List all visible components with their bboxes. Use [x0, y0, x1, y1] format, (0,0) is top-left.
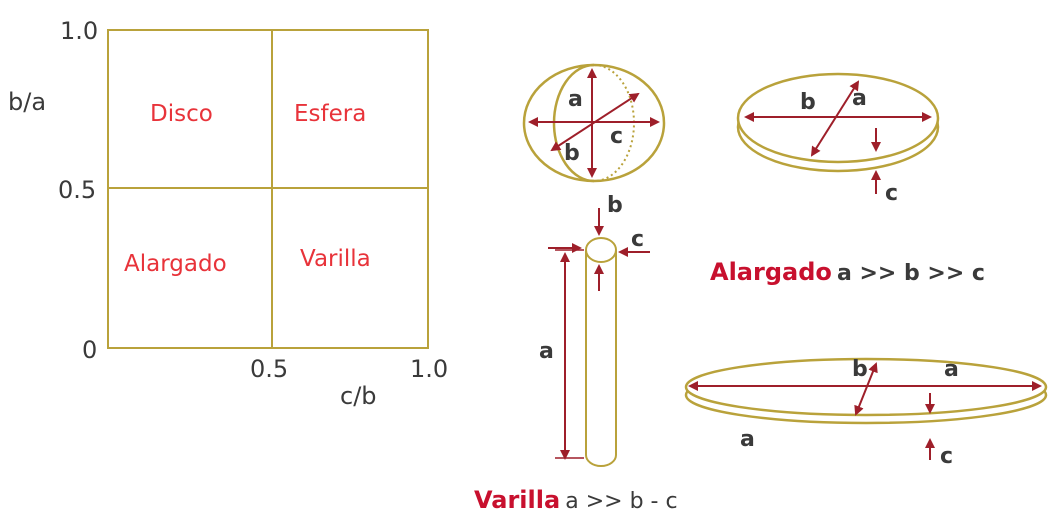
rod-body: [585, 250, 617, 467]
elongated-label-a-bottom: a: [740, 427, 755, 452]
quadrant-alargado: Alargado: [124, 251, 227, 277]
x-tick-right: 1.0: [410, 355, 448, 383]
x-tick-mid: 0.5: [250, 355, 288, 383]
y-axis-label: b/a: [8, 88, 46, 116]
disc-figure: [736, 72, 940, 194]
elongated-b-arrow: [854, 362, 878, 416]
disc-label-c: c: [885, 181, 898, 206]
elongated-caption: Alargado a >> b >> c: [710, 258, 985, 286]
quadrant-esfera: Esfera: [294, 101, 366, 127]
disc-label-a: a: [852, 86, 867, 111]
rod-caption-name: Varilla: [474, 486, 560, 514]
shape-grid: [107, 29, 429, 349]
disc-label-b: b: [800, 90, 816, 115]
rod-label-a: a: [539, 339, 554, 364]
elongated-label-c: c: [940, 444, 953, 469]
quadrant-varilla: Varilla: [300, 246, 371, 272]
rod-caption-relation: a >> b - c: [565, 489, 677, 514]
x-axis-label: c/b: [340, 382, 377, 410]
rod-figure: [548, 208, 650, 467]
sphere-label-b: b: [564, 141, 580, 166]
elongated-caption-relation: a >> b >> c: [837, 261, 985, 286]
sphere-label-c: c: [610, 124, 623, 149]
sphere-label-a: a: [568, 87, 583, 112]
y-tick-mid: 0.5: [58, 176, 96, 204]
quadrant-disco: Disco: [150, 101, 213, 127]
rod-top-end: [585, 237, 617, 263]
elongated-figure: [684, 357, 1048, 460]
elongated-label-a-top: a: [944, 357, 959, 382]
sphere-figure: [522, 63, 666, 183]
sphere-back-curve: [593, 64, 635, 182]
sphere-b-arrow: [550, 92, 640, 152]
rod-caption: Varilla a >> b - c: [474, 486, 678, 514]
rod-label-c: c: [631, 227, 644, 252]
y-tick-bottom: 0: [82, 336, 97, 364]
rod-label-b: b: [607, 193, 623, 218]
y-tick-top: 1.0: [60, 17, 98, 45]
elongated-caption-name: Alargado: [710, 258, 832, 286]
disc-a-arrow: [810, 80, 860, 157]
elongated-label-b: b: [852, 357, 868, 382]
